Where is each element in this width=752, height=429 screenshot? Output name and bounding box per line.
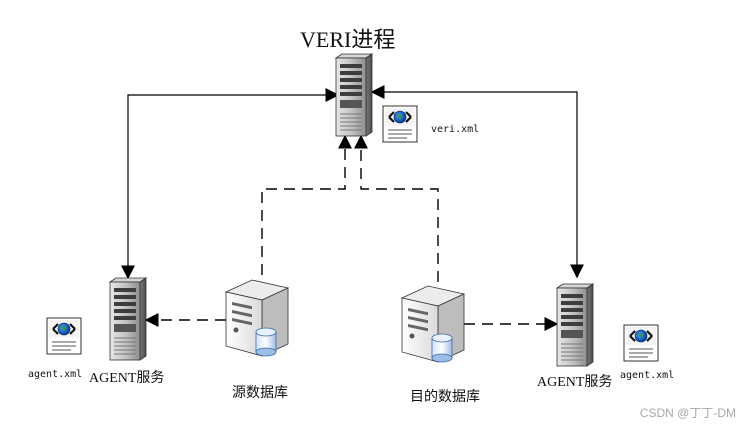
veri-config-file-label: veri.xml [431, 124, 480, 135]
agent-right-config-file-label: agent.xml [620, 370, 675, 381]
server-icon [109, 277, 147, 361]
xml-file-icon [381, 104, 419, 144]
xml-file-icon [45, 316, 83, 356]
target-db-caption: 目的数据库 [410, 390, 480, 405]
source-db-caption: 源数据库 [232, 386, 288, 401]
agent-right-caption: AGENT服务 [537, 375, 613, 390]
link-veri-agent-right [370, 85, 584, 279]
agent-left-caption: AGENT服务 [89, 371, 165, 386]
database-server-icon [225, 279, 289, 357]
server-icon [556, 283, 594, 367]
link-target-to-veri [354, 134, 439, 282]
xml-file-icon [622, 323, 660, 363]
agent-left-config-file-label: agent.xml [28, 369, 83, 380]
database-server-icon [401, 285, 465, 363]
diagram-title: VERI进程 [300, 27, 396, 52]
watermark: CSDN @丁丁-DM [639, 406, 736, 420]
link-source-to-veri [261, 134, 352, 275]
connectors [121, 85, 584, 331]
link-veri-agent-left [121, 88, 340, 280]
server-icon [335, 53, 373, 137]
